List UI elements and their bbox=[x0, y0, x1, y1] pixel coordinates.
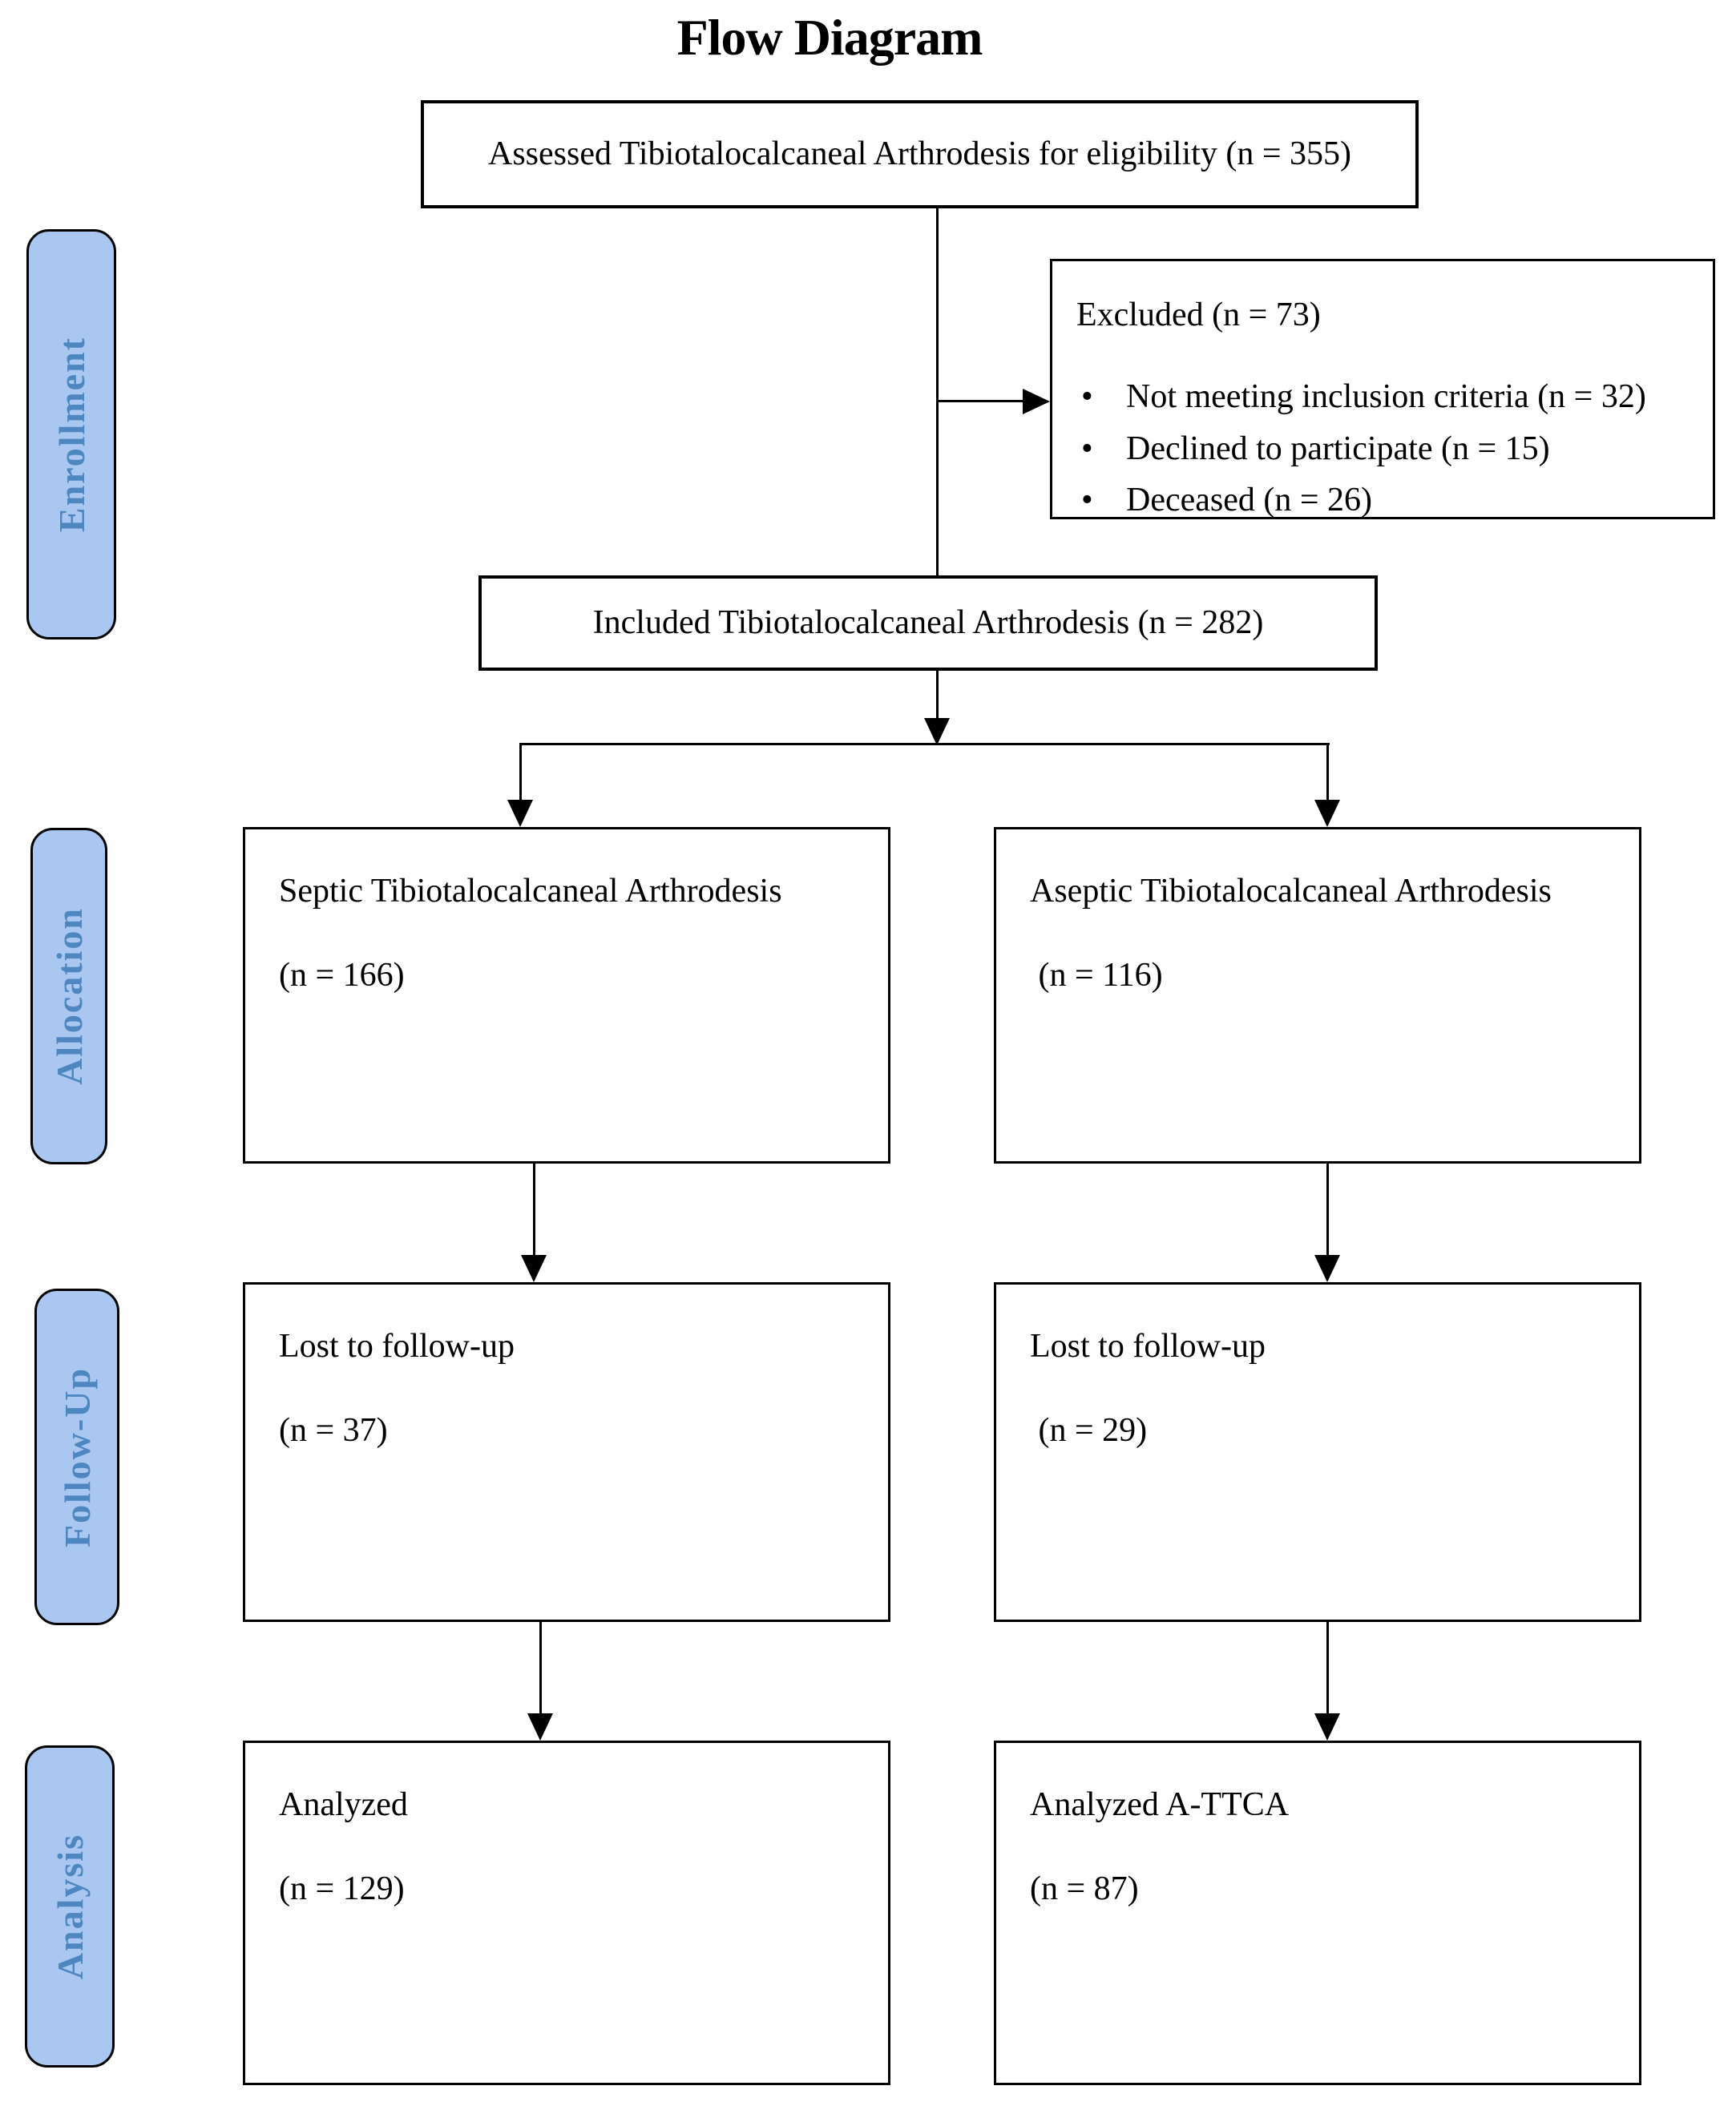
box-lost-septic: Lost to follow-up (n = 37) bbox=[243, 1282, 890, 1622]
stage-label-allocation: Allocation bbox=[30, 828, 107, 1164]
stage-label-enrollment-text: Enrollment bbox=[50, 336, 92, 533]
connector-included-branch bbox=[936, 671, 939, 720]
excluded-bullet-text: Declined to participate (n = 15) bbox=[1126, 430, 1550, 467]
bullet-icon: • bbox=[1081, 430, 1093, 467]
connector-septic-followup bbox=[533, 1164, 535, 1256]
septic-count: (n = 166) bbox=[279, 957, 405, 995]
page-title: Flow Diagram bbox=[676, 9, 983, 66]
box-analyzed-septic: Analyzed (n = 129) bbox=[243, 1741, 890, 2085]
list-item: • Deceased (n = 26) bbox=[1076, 480, 1689, 520]
analyzed-aseptic-title: Analyzed A-TTCA bbox=[1030, 1786, 1290, 1823]
connector-septic-analysis bbox=[539, 1622, 542, 1713]
box-excluded: Excluded (n = 73) • Not meeting inclusio… bbox=[1050, 259, 1715, 519]
aseptic-count: (n = 116) bbox=[1030, 957, 1163, 995]
list-item: • Declined to participate (n = 15) bbox=[1076, 429, 1689, 469]
box-included: Included Tibiotalocalcaneal Arthrodesis … bbox=[478, 575, 1378, 671]
analyzed-septic-title: Analyzed bbox=[279, 1786, 408, 1823]
stage-label-analysis: Analysis bbox=[25, 1745, 115, 2068]
arrowhead-lost-aseptic-icon bbox=[1314, 1255, 1340, 1282]
branch-horizontal-line bbox=[520, 743, 1330, 745]
connector-aseptic-analysis bbox=[1326, 1622, 1329, 1713]
branch-left-drop bbox=[519, 743, 522, 801]
arrowhead-excluded-icon bbox=[1023, 389, 1050, 414]
excluded-bullet-list: • Not meeting inclusion criteria (n = 32… bbox=[1076, 377, 1689, 520]
analyzed-septic-count: (n = 129) bbox=[279, 1870, 405, 1908]
stage-label-analysis-text: Analysis bbox=[49, 1833, 91, 1980]
box-septic-allocation: Septic Tibiotalocalcaneal Arthrodesis (n… bbox=[243, 827, 890, 1164]
stage-label-follow-up: Follow-Up bbox=[34, 1289, 119, 1625]
analyzed-aseptic-count: (n = 87) bbox=[1030, 1870, 1139, 1908]
excluded-title: Excluded (n = 73) bbox=[1076, 297, 1321, 333]
arrowhead-analyzed-septic-icon bbox=[527, 1713, 553, 1741]
bullet-icon: • bbox=[1081, 482, 1093, 519]
arrowhead-lost-septic-icon bbox=[521, 1255, 547, 1282]
excluded-bullet-text: Not meeting inclusion criteria (n = 32) bbox=[1126, 378, 1646, 416]
box-aseptic-allocation: Aseptic Tibiotalocalcaneal Arthrodesis (… bbox=[994, 827, 1641, 1164]
excluded-bullet-text: Deceased (n = 26) bbox=[1126, 482, 1373, 519]
lost-septic-title: Lost to follow-up bbox=[279, 1328, 515, 1365]
list-item: • Not meeting inclusion criteria (n = 32… bbox=[1076, 377, 1689, 417]
lost-septic-count: (n = 37) bbox=[279, 1412, 388, 1450]
arrowhead-branch-icon bbox=[924, 718, 950, 745]
box-assessed-text: Assessed Tibiotalocalcaneal Arthrodesis … bbox=[487, 135, 1352, 173]
bullet-icon: • bbox=[1081, 378, 1093, 416]
aseptic-title: Aseptic Tibiotalocalcaneal Arthrodesis bbox=[1030, 873, 1552, 910]
box-analyzed-aseptic: Analyzed A-TTCA (n = 87) bbox=[994, 1741, 1641, 2085]
box-included-text: Included Tibiotalocalcaneal Arthrodesis … bbox=[592, 604, 1264, 642]
stage-label-follow-up-text: Follow-Up bbox=[56, 1366, 98, 1547]
arrowhead-septic-icon bbox=[507, 800, 533, 827]
box-lost-aseptic: Lost to follow-up (n = 29) bbox=[994, 1282, 1641, 1622]
arrowhead-analyzed-aseptic-icon bbox=[1314, 1713, 1340, 1741]
connector-aseptic-followup bbox=[1326, 1164, 1329, 1256]
branch-right-drop bbox=[1326, 743, 1329, 801]
box-assessed: Assessed Tibiotalocalcaneal Arthrodesis … bbox=[421, 100, 1419, 208]
lost-aseptic-title: Lost to follow-up bbox=[1030, 1328, 1266, 1365]
lost-aseptic-count: (n = 29) bbox=[1030, 1412, 1148, 1450]
arrowhead-aseptic-icon bbox=[1314, 800, 1340, 827]
connector-assessed-included bbox=[936, 207, 939, 575]
stage-label-allocation-text: Allocation bbox=[48, 907, 90, 1085]
septic-title: Septic Tibiotalocalcaneal Arthrodesis bbox=[279, 873, 782, 910]
connector-to-excluded bbox=[937, 400, 1023, 402]
stage-label-enrollment: Enrollment bbox=[26, 229, 116, 639]
